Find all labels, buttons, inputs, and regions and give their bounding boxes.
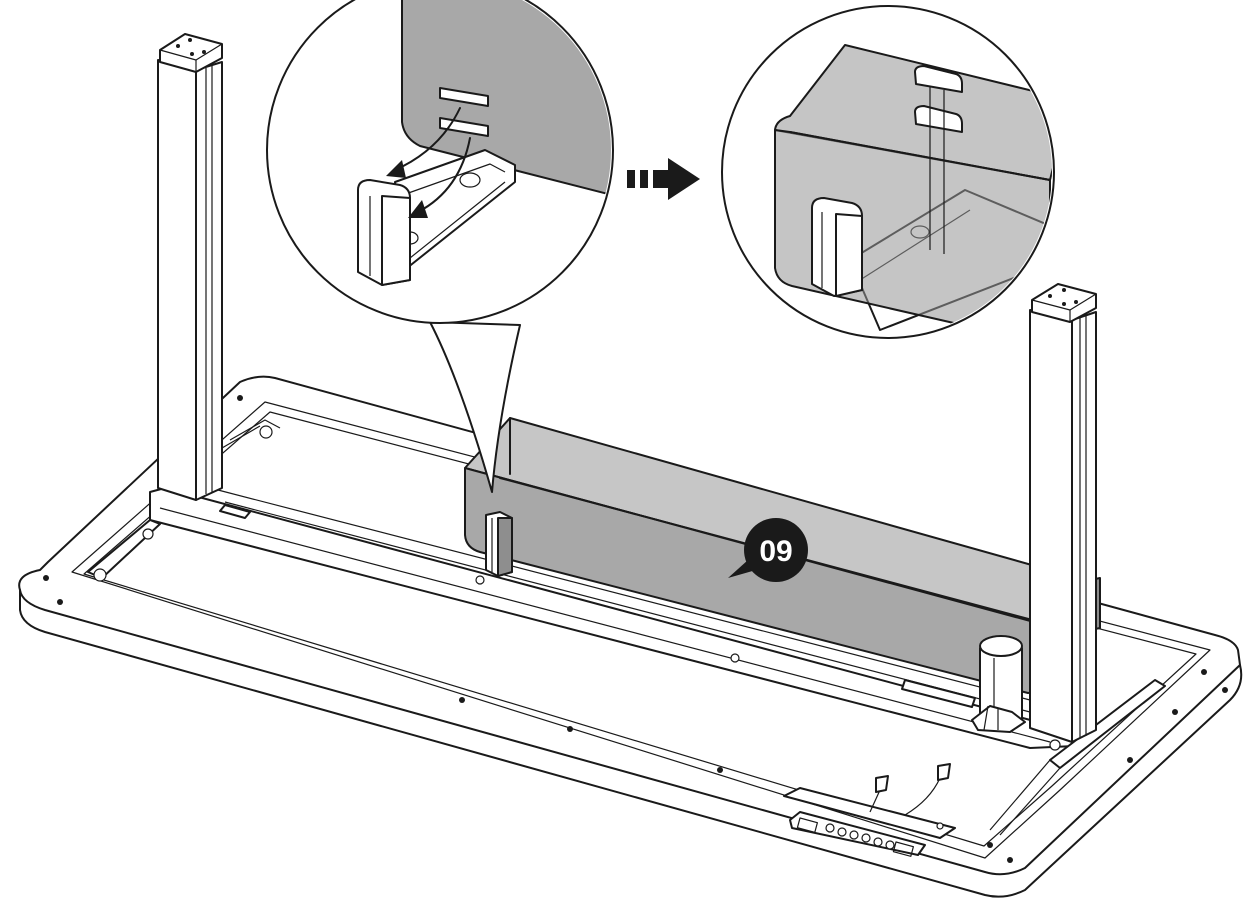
dashed-right-arrow-icon	[627, 158, 700, 200]
step-badge-circle	[744, 518, 808, 582]
motor	[971, 635, 1026, 733]
desk-screw-holes	[43, 395, 1228, 863]
step-badge: 09	[728, 518, 808, 582]
right-leg	[1029, 283, 1097, 743]
handset-buttons	[825, 823, 895, 850]
callout-detail-after	[721, 5, 1055, 339]
crossbeam	[87, 419, 1166, 836]
step-number: 09	[759, 535, 792, 568]
callout-detail-before	[266, 0, 614, 493]
left-leg	[157, 33, 223, 501]
mounting-clip	[485, 511, 513, 577]
handset-controller	[783, 763, 956, 857]
